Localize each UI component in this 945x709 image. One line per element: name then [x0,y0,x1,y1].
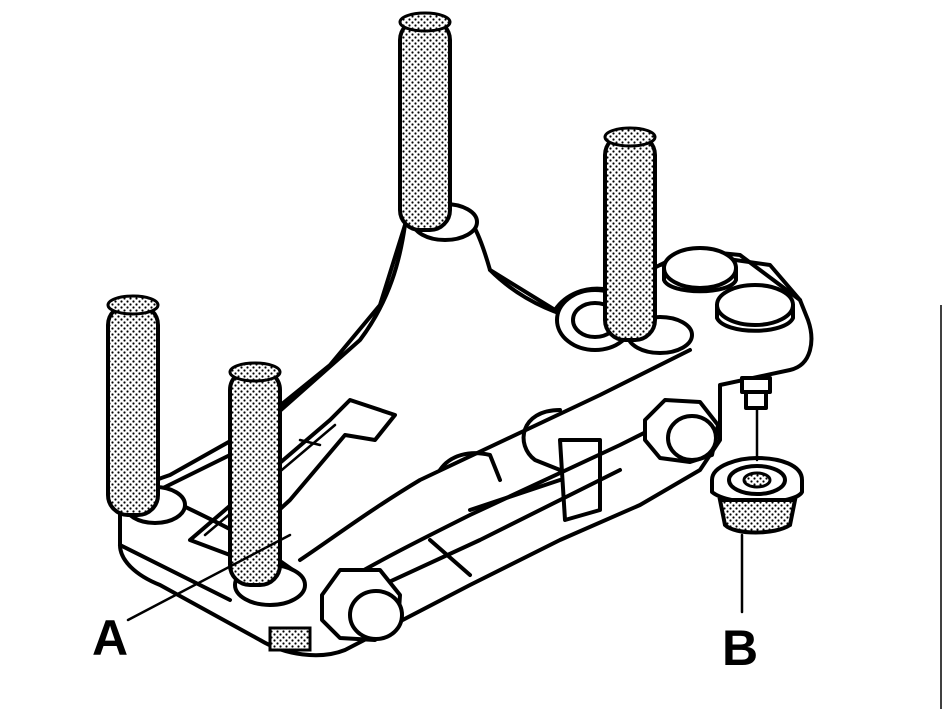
pad-hole-upper [662,246,738,294]
callout-label-a: A [92,610,128,666]
stud-top-center [398,11,479,242]
flange-nut [710,456,804,535]
pad-hole-lower [715,283,795,333]
stud-far-left [106,294,187,525]
stud-lower-left [268,626,312,652]
hex-bolt-center [643,398,720,464]
callout-label-b: B [722,620,758,676]
locating-pin [740,376,772,410]
stud-front-left [228,361,307,607]
callout-a-leader [126,533,292,622]
hex-bolt-left [320,568,404,642]
stud-right [603,126,694,355]
